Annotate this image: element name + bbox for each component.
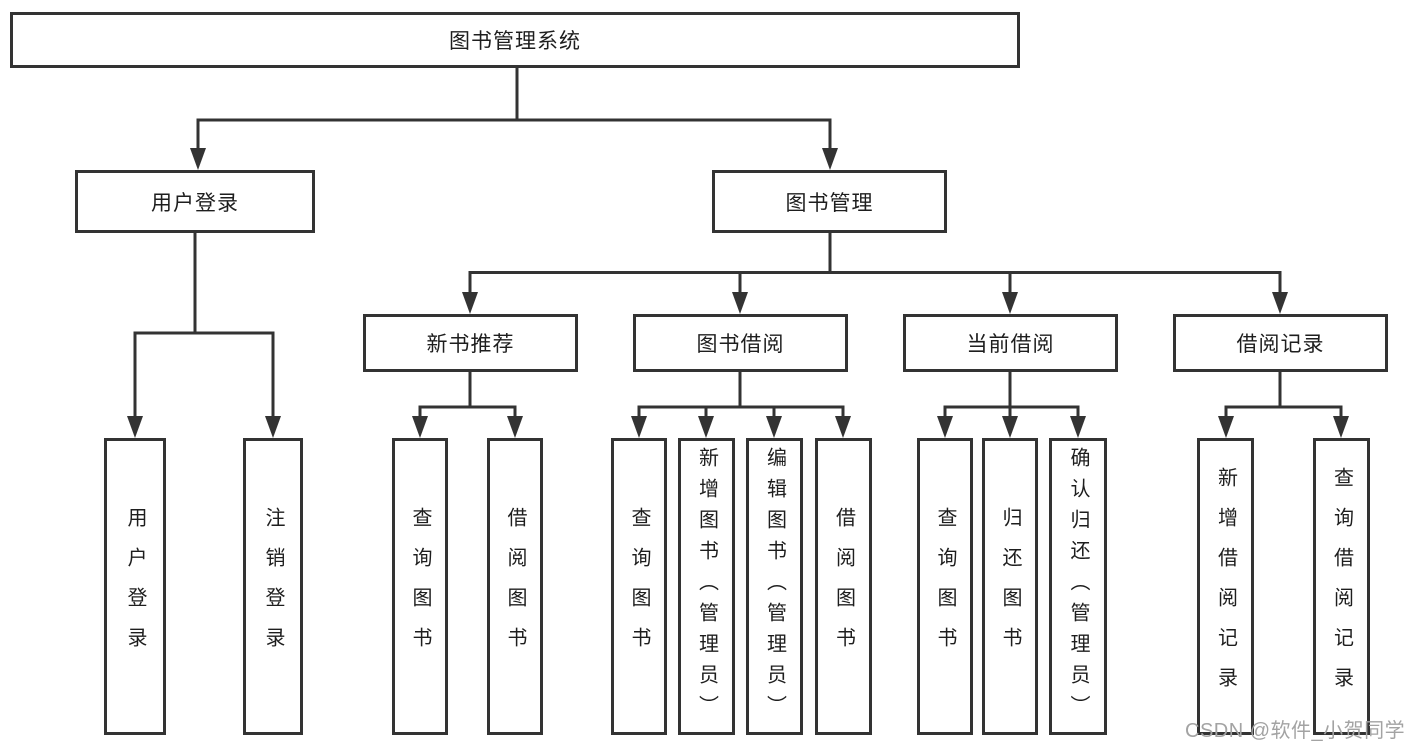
node-new-book-recommend: 新书推荐 — [363, 314, 578, 372]
leaf-current-confirm-return-admin-label: 确认归还（管理员） — [1067, 447, 1089, 726]
leaf-borrow-borrow-books-label: 借阅图书 — [832, 506, 855, 667]
arrowheads — [127, 148, 1349, 438]
leaf-user-login-label: 用户登录 — [124, 506, 146, 667]
leaf-recommend-query-books: 查询图书 — [392, 438, 448, 735]
node-book-management: 图书管理 — [712, 170, 947, 233]
node-book-borrow: 图书借阅 — [633, 314, 848, 372]
node-root: 图书管理系统 — [10, 12, 1020, 68]
leaf-borrow-edit-books-admin-label: 编辑图书（管理员） — [763, 447, 786, 726]
node-root-label: 图书管理系统 — [449, 30, 581, 53]
leaf-records-add-record: 新增借阅记录 — [1197, 438, 1254, 735]
node-current-borrow-label: 当前借阅 — [966, 333, 1055, 356]
node-borrow-records-label: 借阅记录 — [1236, 333, 1325, 356]
leaf-current-query-books: 查询图书 — [917, 438, 973, 735]
leaf-current-query-books-label: 查询图书 — [934, 506, 956, 667]
leaf-recommend-query-books-label: 查询图书 — [409, 506, 431, 667]
leaf-user-login: 用户登录 — [104, 438, 166, 735]
node-borrow-records: 借阅记录 — [1173, 314, 1388, 372]
leaf-records-query-record: 查询借阅记录 — [1313, 438, 1370, 735]
leaf-logout: 注销登录 — [243, 438, 303, 735]
node-user-login-label: 用户登录 — [151, 191, 239, 215]
node-book-borrow-label: 图书借阅 — [696, 333, 785, 356]
leaf-recommend-borrow-books-label: 借阅图书 — [504, 506, 526, 667]
leaf-logout-label: 注销登录 — [262, 506, 284, 667]
leaf-borrow-borrow-books: 借阅图书 — [815, 438, 872, 735]
leaf-borrow-add-books-admin: 新增图书（管理员） — [678, 438, 735, 735]
node-book-management-label: 图书管理 — [785, 191, 874, 215]
leaf-current-return-books: 归还图书 — [982, 438, 1038, 735]
leaf-borrow-query-books: 查询图书 — [611, 438, 667, 735]
leaf-borrow-edit-books-admin: 编辑图书（管理员） — [746, 438, 803, 735]
leaf-current-confirm-return-admin: 确认归还（管理员） — [1049, 438, 1107, 735]
leaf-current-return-books-label: 归还图书 — [999, 506, 1021, 667]
leaf-borrow-add-books-admin-label: 新增图书（管理员） — [695, 447, 718, 726]
leaf-records-query-record-label: 查询借阅记录 — [1330, 466, 1353, 707]
node-current-borrow: 当前借阅 — [903, 314, 1118, 372]
node-new-book-recommend-label: 新书推荐 — [426, 333, 515, 356]
leaf-borrow-query-books-label: 查询图书 — [628, 506, 650, 667]
leaf-records-add-record-label: 新增借阅记录 — [1214, 466, 1237, 707]
node-user-login: 用户登录 — [75, 170, 315, 233]
watermark: CSDN @软件_小贺同学 — [1185, 720, 1405, 742]
leaf-recommend-borrow-books: 借阅图书 — [487, 438, 543, 735]
